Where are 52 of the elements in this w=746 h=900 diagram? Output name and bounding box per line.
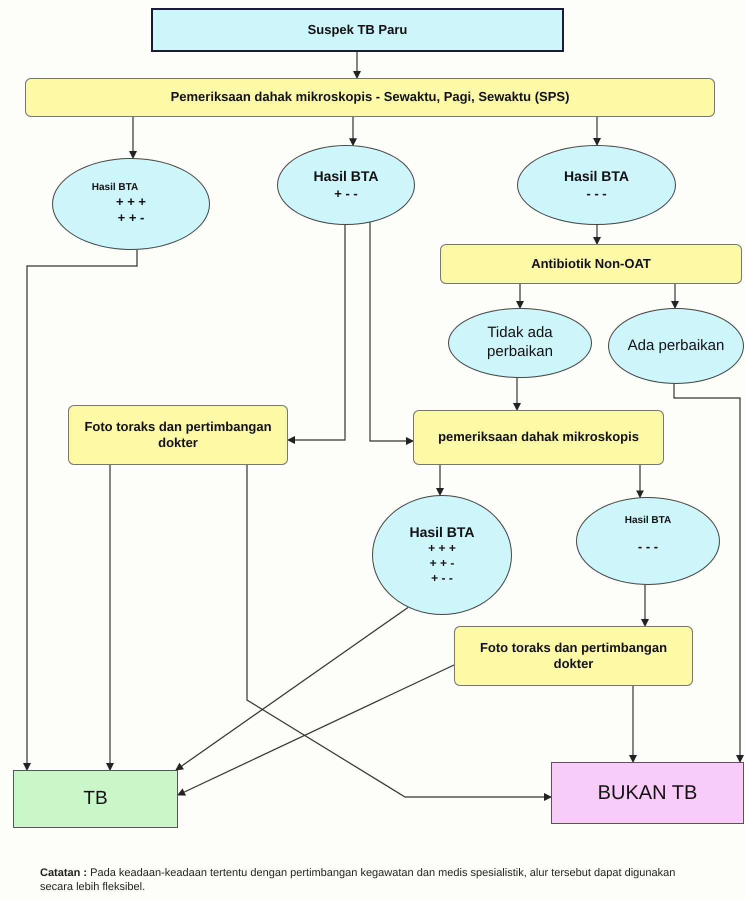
node-text: pemeriksaan dahak mikroskopis [437, 429, 640, 446]
node-text: Hasil BTA [562, 168, 630, 186]
connector-arrow [106, 465, 114, 771]
connector-arrow [593, 117, 601, 146]
outcome-box [551, 762, 744, 824]
connector-arrow [641, 584, 649, 627]
node-text: Ada perbaikan [626, 336, 726, 356]
connector-arrow [23, 250, 138, 771]
connector-arrow [287, 225, 346, 444]
connector-arrow [673, 384, 744, 763]
node-text: Foto toraks dan pertimbangan dokter [83, 418, 273, 452]
caption-note: Catatan : Pada keadaan-keadaan tertentu dengan pertimbangan kegawatan dan medis spesialistik, alur tersebut dapat digunakan secara lebih fleksibel. [40, 866, 676, 894]
node-text: + - - [333, 186, 359, 202]
connector-arrow [436, 465, 444, 496]
process-box [68, 405, 288, 465]
process-box [413, 410, 664, 465]
connector-arrow [629, 686, 637, 763]
connector-arrow [369, 222, 414, 445]
connector-arrow [177, 664, 454, 796]
connector-arrow [516, 284, 524, 309]
connector-arrow [349, 117, 357, 146]
node-text: Pemeriksaan dahak mikroskopis - Sewaktu, Pagi, Sewaktu (SPS) [170, 89, 570, 106]
process-box [440, 244, 742, 284]
connector-arrow [175, 606, 408, 771]
connector-arrow [636, 465, 644, 498]
connector-arrow [671, 284, 679, 309]
node-text: + + - [116, 210, 146, 226]
process-box [454, 626, 693, 686]
node-text: + + + [115, 194, 147, 210]
node-text: Suspek TB Paru [306, 22, 408, 38]
node-text: - - - [636, 539, 660, 556]
node-text: Foto toraks dan pertimbangan dokter [478, 640, 668, 672]
node-text: Tidak ada perbaikan [486, 324, 554, 362]
node-text: Hasil BTA [624, 514, 672, 528]
node-text: Antibiotik Non-OAT [530, 256, 652, 272]
node-text: Hasil BTA [408, 524, 476, 542]
node-text: Hasil BTA [90, 182, 140, 194]
node-text: Hasil BTA [312, 168, 380, 186]
node-text: - - - [585, 186, 608, 202]
connector-arrow [246, 465, 552, 801]
terminal-box [151, 8, 564, 52]
connector-arrow [513, 378, 521, 411]
connector-arrow [353, 52, 361, 79]
node-text: + - - [430, 571, 454, 586]
connector-arrow [593, 225, 601, 245]
node-text: TB [82, 787, 109, 811]
connector-arrow [129, 117, 137, 160]
node-text: + + - [428, 556, 456, 572]
outcome-box [13, 770, 178, 828]
node-text: BUKAN TB [596, 780, 698, 806]
node-text: + + + [427, 541, 457, 556]
process-box [25, 78, 715, 117]
